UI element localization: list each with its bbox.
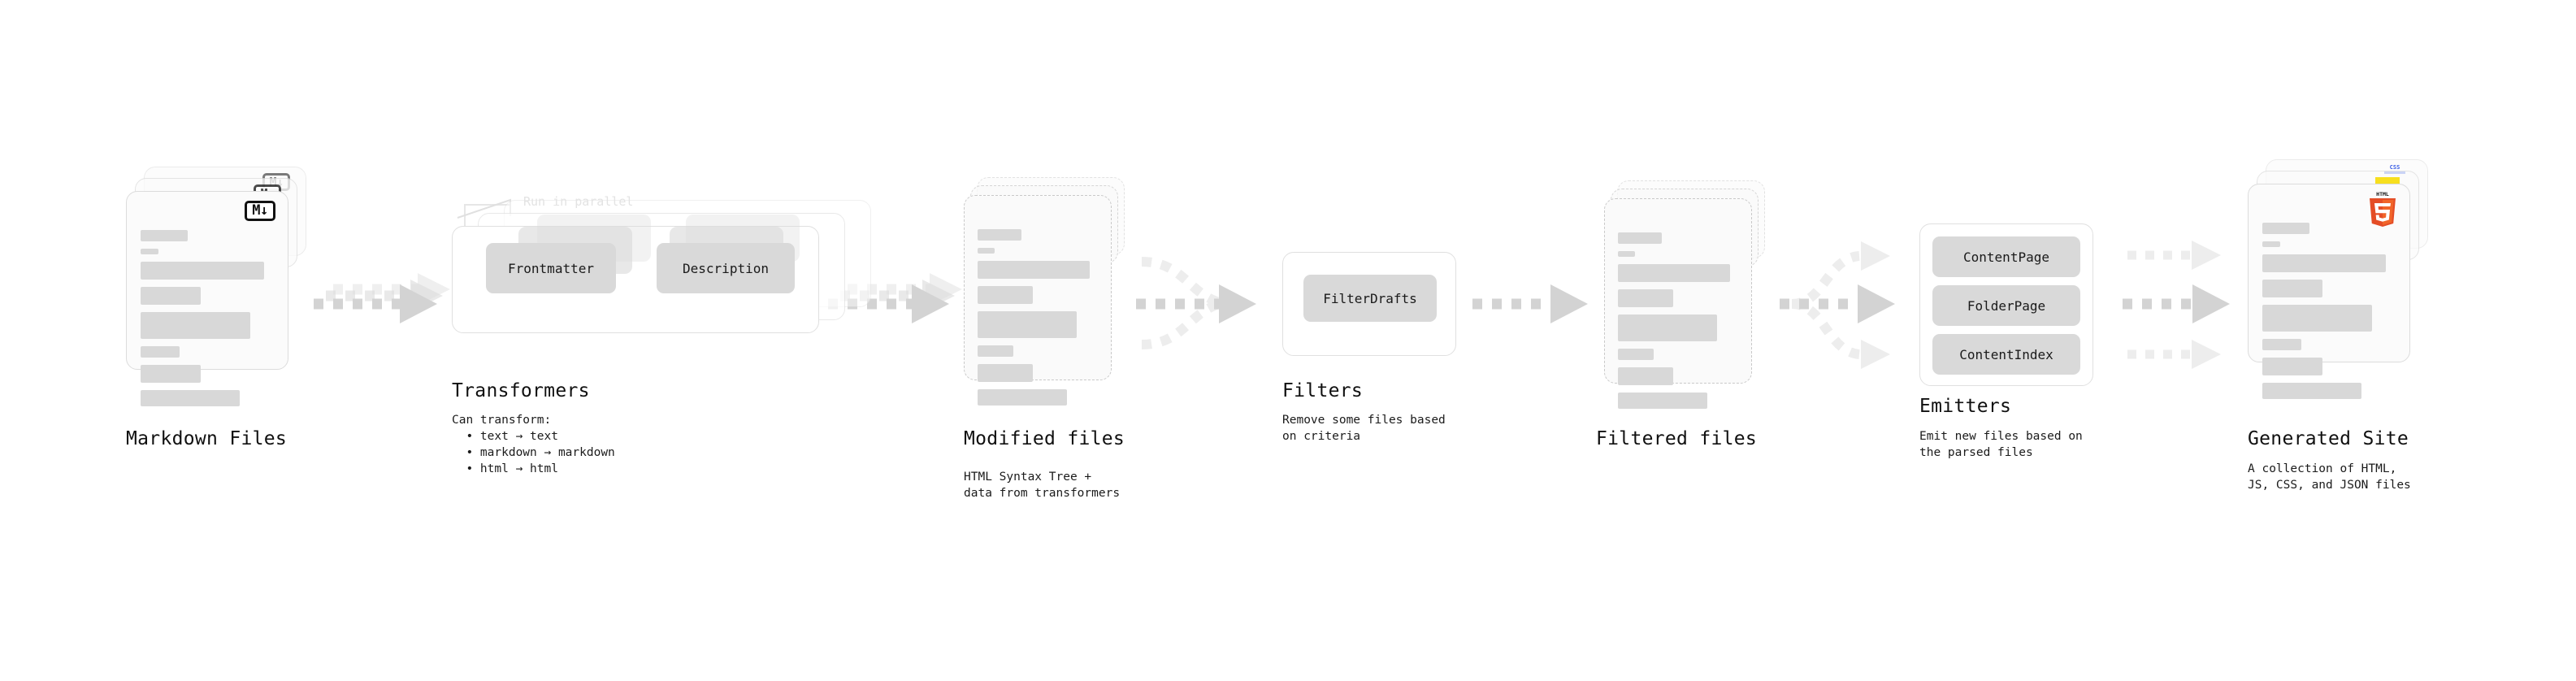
content-bar [1618,393,1707,409]
arrow-filtered-to-emitters [1780,241,1895,369]
run-in-parallel-annotation: Run in parallel [523,194,634,209]
content-bar [2262,383,2361,399]
markdown-files-title: Markdown Files [126,428,288,449]
emitter-chip-contentindex[interactable]: ContentIndex [1932,334,2080,375]
content-bar [978,229,1021,241]
markdown-card-content [141,230,275,414]
arrow-markdown-to-transformers [314,273,450,323]
content-bar [141,287,201,305]
content-bar [141,346,180,358]
site-card-front-html [2248,184,2410,362]
content-bar [978,364,1033,382]
content-bar [978,261,1090,279]
content-bar [978,345,1013,357]
content-bar [2262,280,2322,297]
content-bar [978,389,1067,406]
content-bar [141,390,240,406]
content-bar [978,286,1033,304]
markdown-card-front [126,191,288,370]
content-bar [141,249,158,254]
modified-card-content [978,229,1099,413]
transformer-chip-frontmatter[interactable]: Frontmatter [486,243,616,293]
content-bar [141,365,201,383]
content-bar [141,230,188,241]
content-bar [2262,358,2322,375]
modified-files-subtitle: HTML Syntax Tree + data from transformer… [964,471,1121,500]
content-bar [978,248,995,254]
content-bar [978,311,1077,338]
emitter-chip-folderpage[interactable]: FolderPage [1932,285,2080,326]
emitter-chip-contentpage[interactable]: ContentPage [1932,236,2080,277]
content-bar [1618,232,1662,244]
filters-subtitle: Remove some files based on criteria [1282,414,1446,443]
emitters-title: Emitters [1919,396,2012,417]
content-bar [1618,289,1673,307]
markdown-badge-front: M↓ [245,201,275,221]
modified-files-title: Modified files [964,428,1125,449]
content-bar [2262,339,2301,350]
content-bar [2262,254,2386,272]
site-card-content [2262,223,2397,406]
transformers-subtitle: Can transform: • text → text • markdown … [452,414,615,475]
content-bar [1618,349,1654,360]
emitters-subtitle: Emit new files based on the parsed files [1919,430,2083,459]
content-bar [1618,264,1730,282]
content-bar [2262,223,2309,234]
filtered-card-content [1618,232,1740,416]
transformers-title: Transformers [452,380,590,401]
html5-badge: HTML [2370,191,2396,227]
arrow-emitters-to-site [2123,241,2230,369]
filtered-files-title: Filtered files [1596,428,1758,449]
svg-text:HTML: HTML [2376,191,2389,197]
content-bar [2262,305,2372,332]
arrow-filters-to-filtered [1472,284,1588,323]
generated-site-title: Generated Site [2248,428,2409,449]
arrow-modified-to-filters [1136,257,1256,349]
transformer-chip-description[interactable]: Description [657,243,795,293]
filters-title: Filters [1282,380,1364,401]
content-bar [2262,241,2280,247]
content-bar [141,262,264,280]
generated-site-subtitle: A collection of HTML, JS, CSS, and JSON … [2248,462,2411,492]
content-bar [1618,367,1673,385]
content-bar [1618,251,1635,257]
content-bar [1618,314,1717,341]
css-badge-label: CSS [2389,164,2400,171]
filter-chip-filterdrafts[interactable]: FilterDrafts [1303,275,1437,322]
content-bar [141,312,250,339]
